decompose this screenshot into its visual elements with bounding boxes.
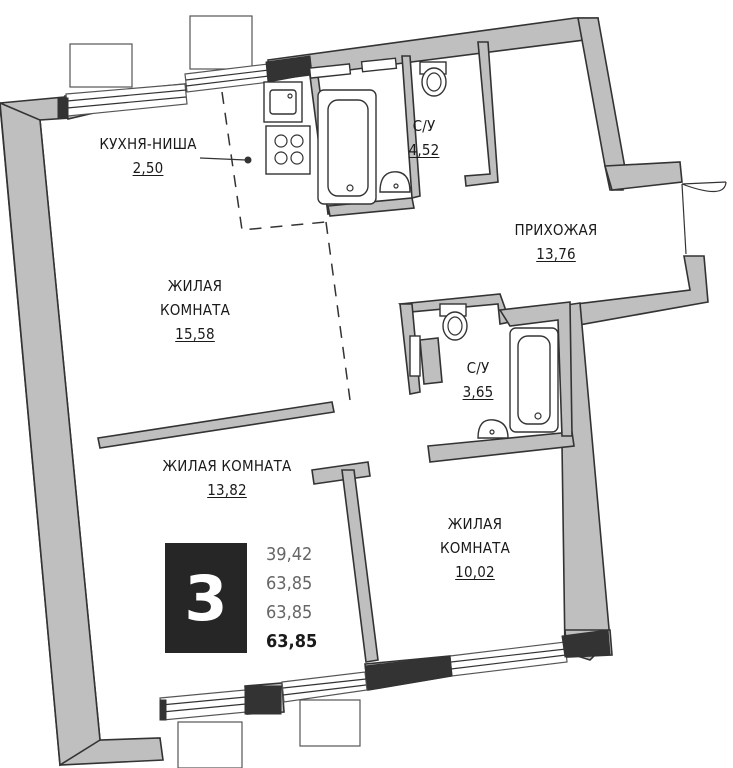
outer-wall-right-step xyxy=(603,161,683,191)
bathroom-1-label: С/У 4,52 xyxy=(409,114,440,162)
total-area-value: 63,85 xyxy=(266,631,318,652)
room-area: 3,65 xyxy=(462,383,494,401)
wall-bath2-frame xyxy=(419,337,443,385)
vent-strip xyxy=(409,335,421,377)
room-name-line2: КОМНАТА xyxy=(439,539,511,557)
window-sash-bottom-left xyxy=(177,721,243,768)
toilet xyxy=(421,67,447,97)
toilet-2 xyxy=(442,311,468,341)
door-swing-arc xyxy=(681,181,727,193)
outer-wall-left-main xyxy=(0,102,101,767)
wall-bath1-right xyxy=(401,55,421,200)
room-area: 10,02 xyxy=(455,563,495,581)
wall-living2-right-stub xyxy=(311,461,371,485)
wall-bath1-bottom xyxy=(327,197,415,217)
living-area-value: 39,42 xyxy=(266,544,313,565)
living-room-1-label: ЖИЛАЯ КОМНАТА 15,58 xyxy=(160,274,230,346)
window-sash-top-left xyxy=(69,43,133,88)
wall-bath2-right xyxy=(498,301,573,437)
bathroom-2-label: С/У 3,65 xyxy=(463,356,494,404)
wall-hall-upper xyxy=(464,41,499,187)
window-jamb xyxy=(57,97,69,119)
room-area: 4,52 xyxy=(408,141,440,159)
room-name: ЖИЛАЯ КОМНАТА xyxy=(162,457,292,475)
entrance-door xyxy=(681,183,687,255)
room-name-line1: ЖИЛАЯ xyxy=(167,277,223,295)
wall-living2-living3 xyxy=(341,469,379,663)
room-name: КУХНЯ-НИША xyxy=(99,135,197,153)
room-area: 13,76 xyxy=(536,245,576,263)
hallway-label: ПРИХОЖАЯ 13,76 xyxy=(515,218,598,266)
room-name: ПРИХОЖАЯ xyxy=(514,221,598,239)
washbasin xyxy=(379,171,411,193)
area-value: 63,85 xyxy=(266,602,313,623)
living-zone-boundary xyxy=(325,221,351,401)
window-jamb xyxy=(159,699,167,721)
room-name: С/У xyxy=(466,359,490,377)
column-corner-right xyxy=(561,629,611,658)
area-summary: 39,42 63,85 63,85 63,85 xyxy=(266,540,317,656)
room-name-line2: КОМНАТА xyxy=(159,301,231,319)
room-area: 2,50 xyxy=(132,159,164,177)
living-room-3-label: ЖИЛАЯ КОМНАТА 10,02 xyxy=(440,512,510,584)
stove xyxy=(265,125,311,175)
room-area: 13,82 xyxy=(207,481,247,499)
wall-bath2-bottom xyxy=(427,431,575,463)
outer-wall-right-upper xyxy=(577,17,626,191)
room-name-line1: ЖИЛАЯ xyxy=(447,515,503,533)
room-area: 15,58 xyxy=(175,325,215,343)
kitchen-zone-boundary xyxy=(221,91,327,231)
window-bottom-right xyxy=(449,641,568,677)
window-sash-bottom-center xyxy=(299,699,361,747)
outer-wall-right-mid xyxy=(559,255,709,329)
wall-living1-bottom xyxy=(97,401,335,449)
area-value: 63,85 xyxy=(266,573,313,594)
kitchen-niche-label: КУХНЯ-НИША 2,50 xyxy=(99,132,196,180)
vent-strip xyxy=(308,63,352,79)
room-name: С/У xyxy=(412,117,436,135)
washbasin-2 xyxy=(477,419,509,439)
column-bottom xyxy=(244,685,282,715)
room-count-badge: 3 xyxy=(165,543,247,653)
living-room-2-label: ЖИЛАЯ КОМНАТА 13,82 xyxy=(163,454,292,502)
column-bottom-right xyxy=(364,655,453,691)
window-sash-top-center xyxy=(189,15,253,70)
vent-strip xyxy=(360,57,398,73)
